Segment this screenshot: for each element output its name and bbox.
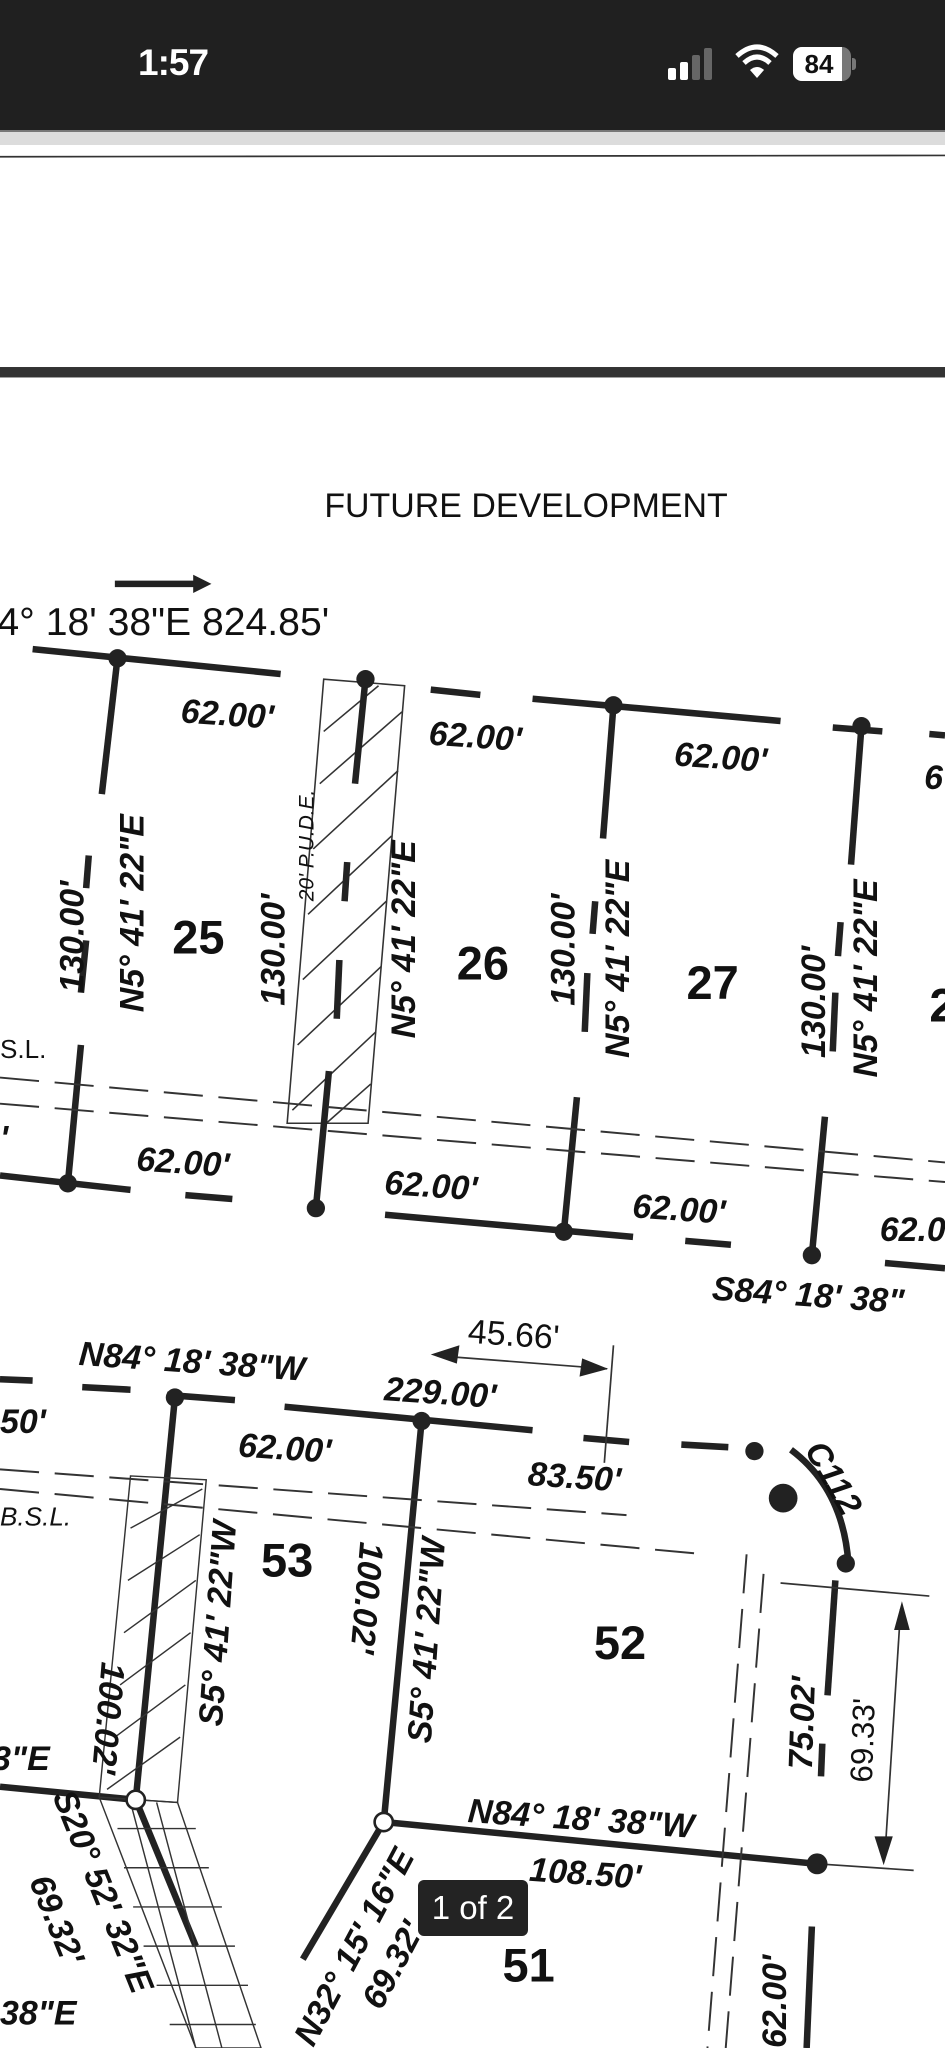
bearing-27: N5° 41' 22"E	[599, 858, 637, 1058]
frontage-52: 83.50'	[527, 1455, 623, 1499]
frontage-53: 62.00'	[237, 1426, 333, 1470]
left-partial-50: 50'	[0, 1403, 47, 1441]
depth-27: 130.00'	[544, 893, 582, 1006]
future-development-label: FUTURE DEVELOPMENT	[324, 487, 727, 525]
depth-52: 100.02'	[342, 1541, 390, 1657]
wifi-icon	[735, 44, 779, 78]
dimension-45-66: 45.66'	[467, 1313, 561, 1357]
bottom-bearing: S84° 18' 38"	[711, 1270, 906, 1321]
bottom-boundary	[0, 1172, 945, 1272]
dimension-arrow-45	[430, 1345, 609, 1377]
rear-52: 108.50'	[528, 1851, 643, 1897]
battery-icon: 84	[793, 47, 857, 81]
signal-icon	[668, 48, 718, 80]
top-bearing: 4° 18' 38"E 824.85'	[0, 601, 329, 644]
left-partial-38e: 38"E	[0, 1994, 78, 2032]
frontage-bottom-26: 62.00'	[383, 1164, 479, 1208]
battery-level: 84	[804, 49, 834, 79]
lot-52: 52	[594, 1616, 646, 1669]
bearing-28: N5° 41' 22"E	[847, 878, 885, 1078]
lower-bearing-1: N84° 18' 38"W	[78, 1335, 309, 1389]
frontage-top-27: 62.00'	[673, 735, 769, 779]
lower-distance-229: 229.00'	[382, 1370, 498, 1416]
dimension-69-33: 69.33'	[844, 1698, 882, 1784]
setback-lines	[0, 1076, 945, 1184]
lower-setback-lines	[0, 1345, 930, 2048]
frontage-top-28: 6	[924, 759, 944, 797]
frontage-bottom-25: 62.00'	[135, 1140, 231, 1184]
side-52: 75.02'	[782, 1675, 823, 1770]
arrow-right-icon	[114, 574, 212, 593]
pude-label: 20' P.U.D.E.	[295, 790, 318, 903]
frontage-top-26: 62.00'	[428, 715, 524, 759]
depth-25: 130.00'	[54, 880, 92, 993]
lower-boundary	[0, 1376, 852, 2048]
bearing-25: N5° 41' 22"E	[114, 813, 152, 1013]
side-51: 62.00'	[756, 1954, 794, 2048]
bsl-lower-label: B.S.L.	[0, 1502, 71, 1532]
partial-left: '	[0, 1119, 9, 1157]
lot-28-partial: 2	[929, 978, 945, 1031]
frontage-top-25: 62.00'	[180, 692, 276, 736]
lower-bearing-2: N84° 18' 38"W	[467, 1792, 698, 1846]
curve-label-c112: C112	[797, 1435, 869, 1522]
frontage-bottom-28: 62.0	[880, 1211, 945, 1249]
page-indicator: 1 of 2	[418, 1880, 528, 1936]
lot-25: 25	[172, 910, 224, 963]
lower-pins	[125, 1388, 855, 1875]
pude-hatch	[286, 678, 406, 1125]
toolbar-divider	[0, 130, 945, 145]
lot-27: 27	[687, 956, 739, 1009]
depth-26: 130.00'	[255, 893, 293, 1006]
depth-53: 100.02'	[84, 1661, 132, 1777]
lot-53: 53	[261, 1533, 313, 1586]
clock: 1:57	[138, 42, 209, 83]
bearing-26: N5° 41' 22"E	[385, 839, 423, 1039]
hatch-53	[98, 1475, 262, 2048]
dimension-arrow-69	[874, 1601, 910, 1866]
bsl-top-label: S.L.	[0, 1034, 46, 1064]
thick-rule	[0, 367, 945, 378]
lot-26: 26	[457, 937, 509, 990]
status-bar: 1:57 84	[0, 0, 945, 130]
left-partial-e: 3"E	[0, 1740, 51, 1778]
depth-28: 130.00'	[795, 945, 833, 1058]
frontage-bottom-27: 62.00'	[631, 1187, 727, 1231]
top-rule	[0, 154, 945, 158]
lot-51: 51	[502, 1938, 554, 1991]
lot-side-lines	[64, 657, 865, 1256]
